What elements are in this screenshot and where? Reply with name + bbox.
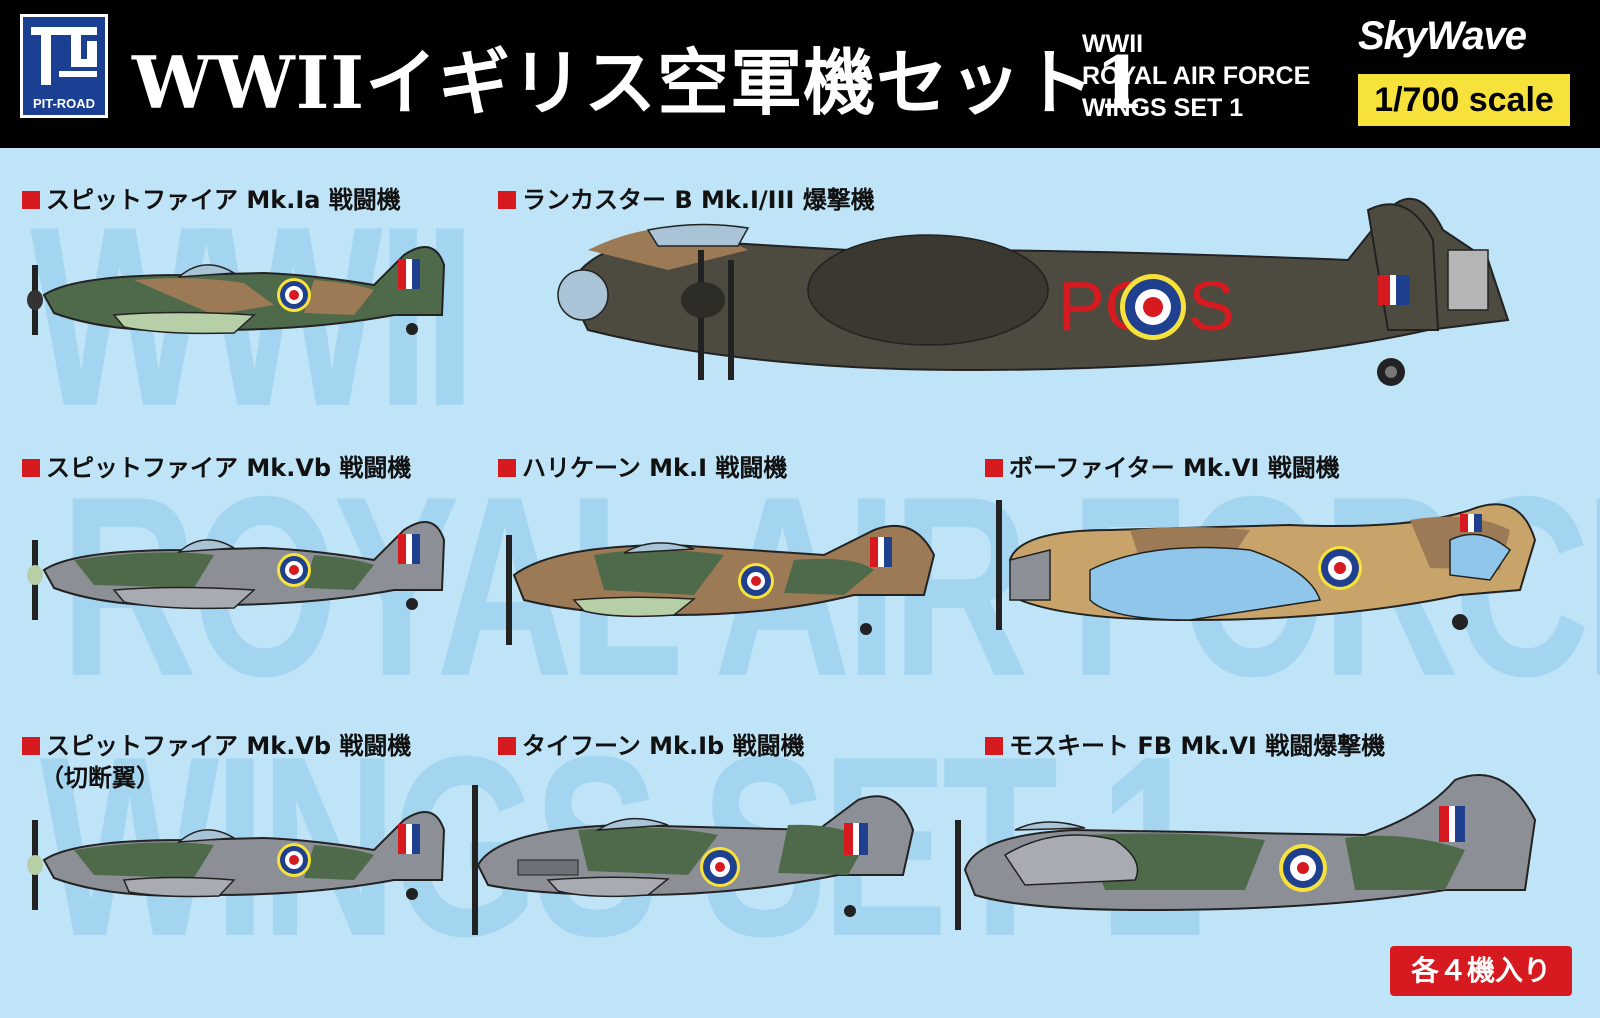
label-beaufighter: ボーファイター Mk.VI 戦闘機 [985, 448, 1340, 483]
label-spitfire-vb-clipped: スピットファイア Mk.Vb 戦闘機 [22, 726, 411, 761]
hurricane-illustration [506, 525, 936, 645]
squadron-code-right: S [1188, 267, 1235, 345]
lancaster-illustration: PO S [557, 197, 1510, 386]
label-typhoon: タイフーン Mk.Ib 戦闘機 [498, 726, 805, 761]
propeller-icon [955, 820, 961, 930]
header-bar: PIT-ROAD WWIIイギリス空軍機セット1 WWII ROYAL AIR … [0, 0, 1600, 148]
quantity-badge: 各４機入り [1390, 946, 1572, 996]
fin-flash-icon [870, 537, 892, 567]
propeller-icon [996, 500, 1002, 630]
fin-flash-icon [1439, 806, 1465, 842]
scale-badge: 1/700 scale [1358, 74, 1570, 126]
label-lancaster: ランカスター B Mk.I/III 爆撃機 [498, 180, 875, 215]
spitfire-ia-illustration [27, 246, 446, 335]
title-en-line-3: WINGS SET 1 [1082, 94, 1244, 122]
label-clipped-wing-note: （切断翼） [40, 764, 160, 792]
title-english: WWII ROYAL AIR FORCE WINGS SET 1 [1082, 28, 1310, 124]
brand-logo: SkyWave [1358, 14, 1527, 58]
fin-flash-icon [1460, 514, 1482, 532]
label-mosquito: モスキート FB Mk.VI 戦闘爆撃機 [985, 726, 1385, 761]
mosquito-illustration [955, 774, 1537, 930]
label-spitfire-vb: スピットファイア Mk.Vb 戦闘機 [22, 448, 411, 483]
beaufighter-illustration [996, 500, 1537, 630]
fin-flash-icon [844, 823, 868, 855]
propeller-icon [472, 785, 478, 935]
typhoon-illustration [472, 785, 915, 935]
spitfire-vb-clipped-illustration [27, 811, 446, 910]
label-spitfire-ia: スピットファイア Mk.Ia 戦闘機 [22, 180, 401, 215]
fin-flash-icon [1378, 275, 1410, 305]
fin-flash-icon [398, 534, 420, 564]
title-japanese: WWIIイギリス空軍機セット1 [132, 40, 1147, 125]
spitfire-vb-illustration [27, 521, 446, 620]
title-en-line-2: ROYAL AIR FORCE [1082, 62, 1311, 90]
propeller-icon [506, 535, 512, 645]
label-hurricane: ハリケーン Mk.I 戦闘機 [498, 448, 787, 483]
fin-flash-icon [398, 259, 420, 289]
title-en-line-1: WWII [1082, 30, 1144, 58]
fin-flash-icon [398, 824, 420, 854]
pit-road-logo-icon: PIT-ROAD [20, 14, 108, 118]
logo-text: PIT-ROAD [32, 96, 96, 111]
